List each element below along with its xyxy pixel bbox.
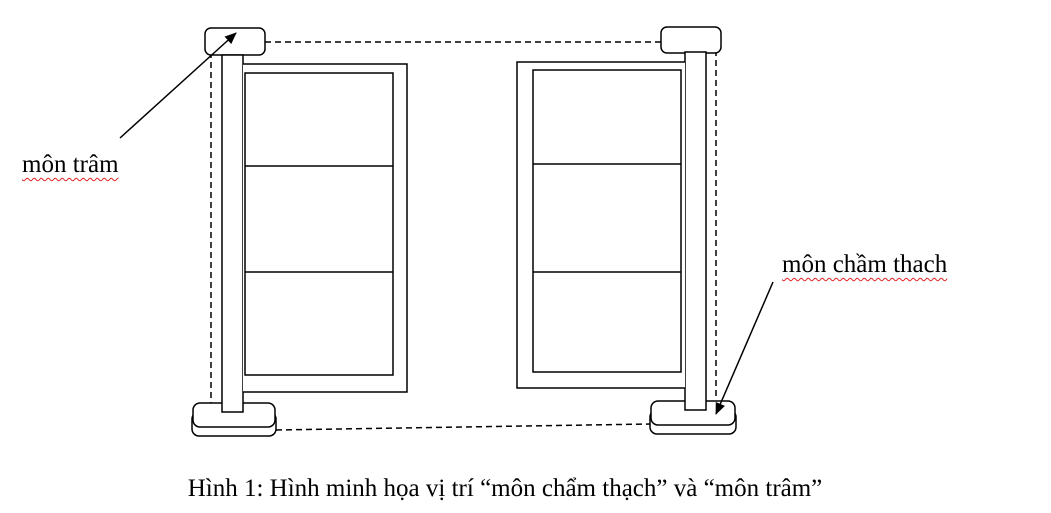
figure-caption: Hình 1: Hình minh họa vị trí “môn chẩm t…: [187, 475, 823, 502]
mon-cham-thach-label: môn chầm thach: [782, 251, 948, 278]
dashed-bottom-line: [275, 423, 651, 431]
left-door-inner-panel: [244, 72, 394, 376]
top-right-mon-tram-block: [660, 26, 722, 54]
mon-cham-thach-arrow: [715, 281, 774, 415]
left-door-post: [221, 54, 244, 413]
right-door-inner-panel: [532, 69, 682, 373]
left-door-leaf: [221, 54, 408, 413]
right-door-post: [684, 51, 707, 411]
right-door-leaf: [516, 51, 707, 411]
mon-tram-arrow: [119, 32, 237, 139]
mon-tram-label: môn trâm: [22, 151, 119, 178]
dashed-outline: [210, 41, 717, 431]
top-left-mon-tram-block: [204, 27, 266, 56]
